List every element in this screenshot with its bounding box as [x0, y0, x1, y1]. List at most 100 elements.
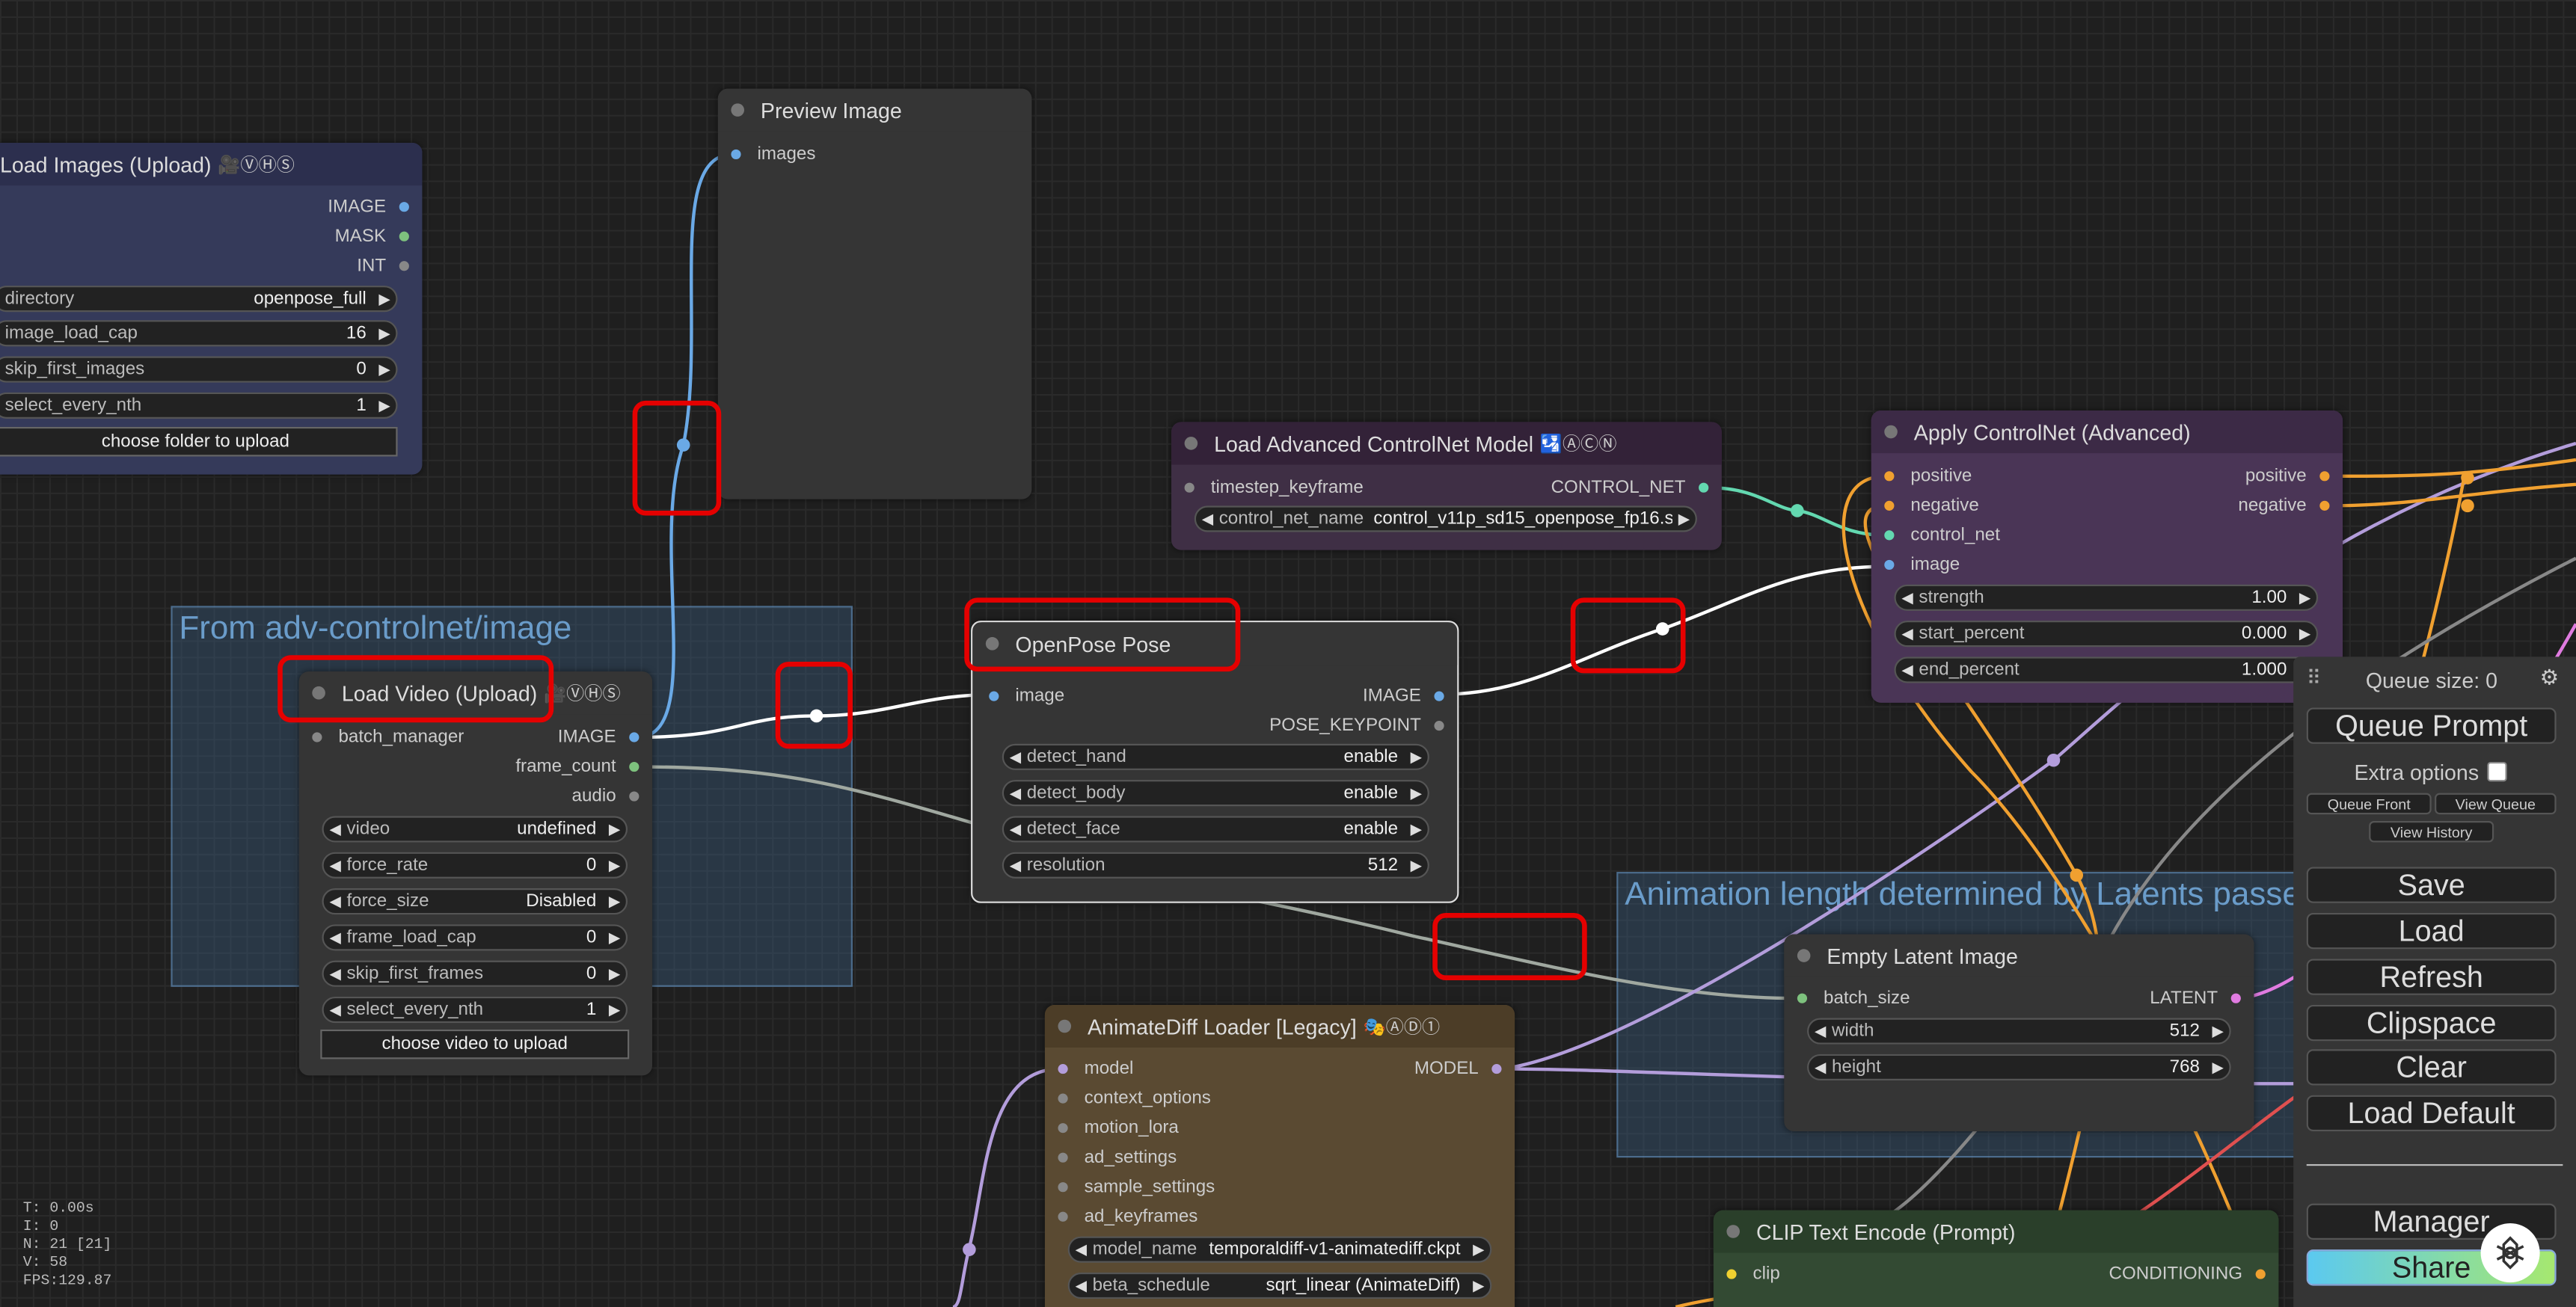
node-preview-image[interactable]: Preview Image images	[717, 88, 1032, 499]
output-model[interactable]: MODEL	[1414, 1054, 1502, 1084]
node-empty-latent[interactable]: Empty Latent Image batch_size LATENT ◀wi…	[1784, 934, 2254, 1132]
input-image[interactable]: image	[989, 681, 1064, 711]
settings-gear-icon[interactable]: ⚙	[2539, 665, 2560, 690]
queue-front-button[interactable]: Queue Front	[2306, 793, 2432, 815]
node-load-images[interactable]: Load Images (Upload) 🎥ⓋⒽⓈ IMAGE MASK INT…	[0, 143, 423, 475]
output-control-net[interactable]: CONTROL_NET	[1551, 473, 1709, 502]
extra-options-checkbox[interactable]	[2487, 761, 2507, 782]
collapse-dot-icon[interactable]	[1797, 949, 1811, 962]
collapse-dot-icon[interactable]	[1058, 1019, 1072, 1033]
input-sample-settings[interactable]: sample_settings	[1058, 1172, 1215, 1202]
arrow-right-icon: ▶	[378, 396, 390, 413]
output-int[interactable]: INT	[357, 251, 409, 281]
output-pose-keypoint[interactable]: POSE_KEYPOINT	[1269, 711, 1444, 741]
collapse-dot-icon[interactable]	[1726, 1225, 1740, 1238]
highlight-reroute-openpose	[1570, 597, 1686, 674]
openai-logo-icon[interactable]	[2480, 1223, 2540, 1283]
node-clip-text-encode[interactable]: CLIP Text Encode (Prompt) clip CONDITION…	[1713, 1210, 2279, 1307]
badge-acn: 🛂ⒶⒸⓃ	[1539, 434, 1617, 455]
output-audio[interactable]: audio	[572, 781, 640, 811]
view-queue-button[interactable]: View Queue	[2435, 793, 2557, 815]
link-neg-out	[2329, 482, 2576, 508]
collapse-dot-icon[interactable]	[731, 103, 744, 117]
collapse-dot-icon[interactable]	[985, 637, 999, 651]
input-timestep-keyframe[interactable]: timestep_keyframe	[1184, 473, 1364, 502]
clear-button[interactable]: Clear	[2306, 1049, 2557, 1086]
output-latent[interactable]: LATENT	[2150, 983, 2241, 1013]
arrow-left-icon: ◀	[1901, 660, 1913, 677]
node-animatediff-loader[interactable]: AnimateDiff Loader [Legacy]🎭ⒶⒹ① model co…	[1044, 1004, 1515, 1307]
load-button[interactable]: Load	[2306, 912, 2557, 950]
clipspace-button[interactable]: Clipspace	[2306, 1004, 2557, 1042]
node-load-video[interactable]: Load Video (Upload)🎥ⓋⒽⓈ batch_manager IM…	[298, 671, 652, 1076]
collapse-dot-icon[interactable]	[1884, 425, 1898, 439]
output-negative[interactable]: negative	[2238, 491, 2330, 521]
input-ad-keyframes[interactable]: ad_keyframes	[1058, 1202, 1197, 1231]
drag-handle-icon[interactable]: ⠿	[2306, 666, 2322, 690]
output-frame-count[interactable]: frame_count	[515, 752, 640, 782]
view-history-button[interactable]: View History	[2369, 821, 2494, 843]
output-mask[interactable]: MASK	[335, 221, 409, 251]
refresh-button[interactable]: Refresh	[2306, 959, 2557, 995]
queue-prompt-button[interactable]: Queue Prompt	[2306, 707, 2557, 744]
input-context-options[interactable]: context_options	[1058, 1083, 1211, 1113]
input-clip[interactable]: clip	[1726, 1259, 1780, 1289]
input-control-net[interactable]: control_net	[1884, 520, 2000, 550]
choose-video-button[interactable]: choose video to upload	[320, 1029, 630, 1060]
input-batch-manager[interactable]: batch_manager	[312, 722, 464, 752]
save-button[interactable]: Save	[2306, 867, 2557, 903]
input-positive[interactable]: positive	[1884, 461, 1972, 491]
input-image[interactable]: image	[1884, 550, 1960, 580]
output-image[interactable]: IMAGE	[328, 192, 409, 222]
output-image[interactable]: IMAGE	[1363, 681, 1444, 711]
output-image[interactable]: IMAGE	[558, 722, 640, 752]
arrow-right-icon: ▶	[1678, 509, 1690, 526]
choose-folder-button[interactable]: choose folder to upload	[0, 426, 398, 457]
node-title: Load Advanced ControlNet Model	[1214, 431, 1534, 456]
node-title: CLIP Text Encode (Prompt)	[1755, 1219, 2016, 1244]
node-apply-controlnet[interactable]: Apply ControlNet (Advanced) positive neg…	[1871, 410, 2343, 703]
node-load-adv-controlnet[interactable]: Load Advanced ControlNet Model🛂ⒶⒸⓃ times…	[1171, 422, 1722, 550]
input-negative[interactable]: negative	[1884, 491, 1979, 521]
output-conditioning[interactable]: CONDITIONING	[2109, 1259, 2266, 1289]
queue-size-label: Queue size: 0	[2365, 668, 2498, 693]
collapse-dot-icon[interactable]	[312, 686, 325, 700]
input-ad-settings[interactable]: ad_settings	[1058, 1143, 1177, 1172]
node-title: Load Video (Upload)	[341, 680, 538, 706]
output-positive[interactable]: positive	[2245, 461, 2330, 491]
collapse-dot-icon[interactable]	[1184, 437, 1198, 450]
input-images[interactable]: images	[731, 140, 815, 170]
load-default-button[interactable]: Load Default	[2306, 1095, 2557, 1132]
queue-menu[interactable]: ⠿ Queue size: 0 ⚙ Queue Prompt Extra opt…	[2293, 656, 2576, 1307]
input-model[interactable]: model	[1058, 1054, 1133, 1084]
input-motion-lora[interactable]: motion_lora	[1058, 1113, 1179, 1143]
input-batch-size[interactable]: batch_size	[1797, 983, 1910, 1013]
link-model-in	[952, 1067, 1060, 1307]
node-title: Apply ControlNet (Advanced)	[1913, 419, 2191, 445]
arrow-left-icon: ◀	[1201, 509, 1213, 526]
canvas-stats: T: 0.00s I: 0 N: 21 [21] V: 58 FPS:129.8…	[22, 1200, 112, 1289]
